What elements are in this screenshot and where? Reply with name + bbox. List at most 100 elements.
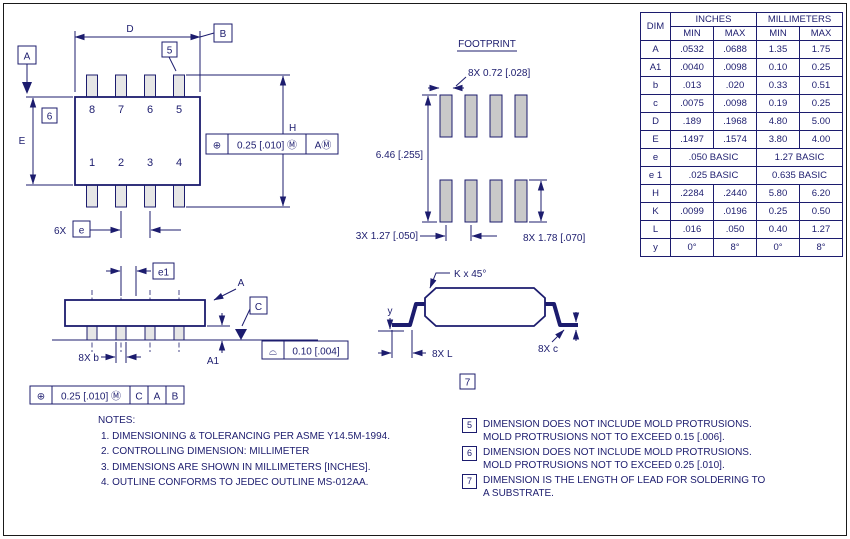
drawing-border [3,3,847,536]
pin-numbers: 8 7 6 5 1 2 3 4 [89,104,182,169]
fcf-tolerance: 0.25 [.010] Ⓜ [61,391,121,403]
pitch-qty-label: 6X [54,226,67,237]
flag-6-label: 6 [47,112,53,123]
table-cell: .0098 [713,94,757,113]
fcf-datum-b: B [172,392,179,403]
flag-note-7: 7 DIMENSION IS THE LENGTH OF LEAD FOR SO… [462,474,765,500]
fcf-bottom: ⊕ 0.25 [.010] Ⓜ C A B [29,385,185,405]
dim-pad-pitch: 3X 1.27 [.050] [356,225,497,242]
table-cell: 4.00 [799,130,843,149]
pin-number: 8 [89,104,95,116]
flatness-frame: ⌓ 0.10 [.004] [261,340,349,360]
span-label: 6.46 [.255] [376,150,423,161]
table-cell: e 1 [640,166,671,185]
col-header-millimeters: MILLIMETERS [756,12,843,27]
table-cell: .2284 [670,184,714,203]
table-cell: 0.635 BASIC [756,166,843,185]
dim-y: y [378,306,404,332]
table-cell: 0.51 [799,76,843,95]
dim-d-label: D [126,24,133,35]
col-header-max: MAX [713,26,757,41]
dim-l: 8X L [378,330,453,360]
flag-note-5-text: DIMENSION DOES NOT INCLUDE MOLD PROTRUSI… [483,418,752,444]
table-cell: 8° [799,238,843,257]
table-cell: .013 [670,76,714,95]
table-cell: .0099 [670,202,714,221]
table-cell: 0° [756,238,800,257]
e1-label: e1 [158,268,170,279]
flag-7-label: 7 [465,378,471,389]
dim-chamfer: K x 45° [429,269,486,289]
table-cell: .0532 [670,40,714,59]
datum-c-box [249,296,268,315]
table-cell: 3.80 [756,130,800,149]
table-cell: 1.27 BASIC [756,148,843,167]
flag-note-line: A SUBSTRATE. [483,488,554,499]
flag-note-line: DIMENSION IS THE LENGTH OF LEAD FOR SOLD… [483,475,766,486]
dim-e-label: E [19,136,26,147]
pitch-e-label: e [79,226,85,237]
footprint-pads [439,94,528,223]
table-cell: 4.80 [756,112,800,131]
table-cell: .0098 [713,58,757,77]
table-cell: .1968 [713,112,757,131]
flag-note-6-text: DIMENSION DOES NOT INCLUDE MOLD PROTRUSI… [483,446,752,472]
notes-title: NOTES: [98,415,136,426]
end-view: K x 45° y 8X L 8X c [378,269,580,390]
side-view: e1 A C 8X b [29,262,349,405]
datum-c: C [235,296,268,340]
table-cell: H [640,184,671,203]
pin-number: 4 [176,157,182,169]
footprint-title: FOOTPRINT [458,39,516,50]
c-label: 8X c [538,344,558,355]
datum-c-label: C [255,302,262,313]
table-cell: 5.80 [756,184,800,203]
col-header-min: MIN [756,26,800,41]
table-cell: y [640,238,671,257]
fcf-datum-c: C [135,392,142,403]
dim-footprint-span: 6.46 [.255] [376,94,437,223]
flag-note-line: MOLD PROTRUSIONS NOT TO EXCEED 0.15 [.00… [483,432,725,443]
dim-pad-width: 8X 0.72 [.028] [428,68,530,92]
datum-a: A [17,45,37,94]
flag-5-box: 5 [462,418,477,433]
table-cell: 1.75 [799,40,843,59]
table-cell: .1574 [713,130,757,149]
table-cell: .025 BASIC [670,166,757,185]
note-item-4: 4. OUTLINE CONFORMS TO JEDEC OUTLINE MS-… [101,477,369,488]
datum-b-label: B [220,29,227,40]
table-cell: .1497 [670,130,714,149]
table-cell: .0040 [670,58,714,77]
pitch-e-box [72,220,91,238]
right-lead [545,302,578,327]
table-cell: .0688 [713,40,757,59]
b-label: 8X b [78,353,99,364]
flag-note-line: MOLD PROTRUSIONS NOT TO EXCEED 0.25 [.01… [483,460,725,471]
table-cell: .0075 [670,94,714,113]
flag-7-box: 7 [462,474,477,489]
pin-number: 6 [147,104,153,116]
table-cell: .050 BASIC [670,148,757,167]
position-symbol: ⊕ [213,141,221,152]
table-cell: 0.25 [799,58,843,77]
note-item-2: 2. CONTROLLING DIMENSION: MILLIMETER [101,446,310,457]
table-cell: 0.19 [756,94,800,113]
pin-number: 3 [147,157,153,169]
dim-e1: e1 [106,262,175,296]
datum-a-arrow [22,82,32,94]
side-leads [86,325,185,341]
table-cell: e [640,148,671,167]
left-lead [392,302,425,327]
pad-length-label: 8X 1.78 [.070] [523,233,585,244]
table-cell: c [640,94,671,113]
table-cell: 0.33 [756,76,800,95]
pin-number: 2 [118,157,124,169]
